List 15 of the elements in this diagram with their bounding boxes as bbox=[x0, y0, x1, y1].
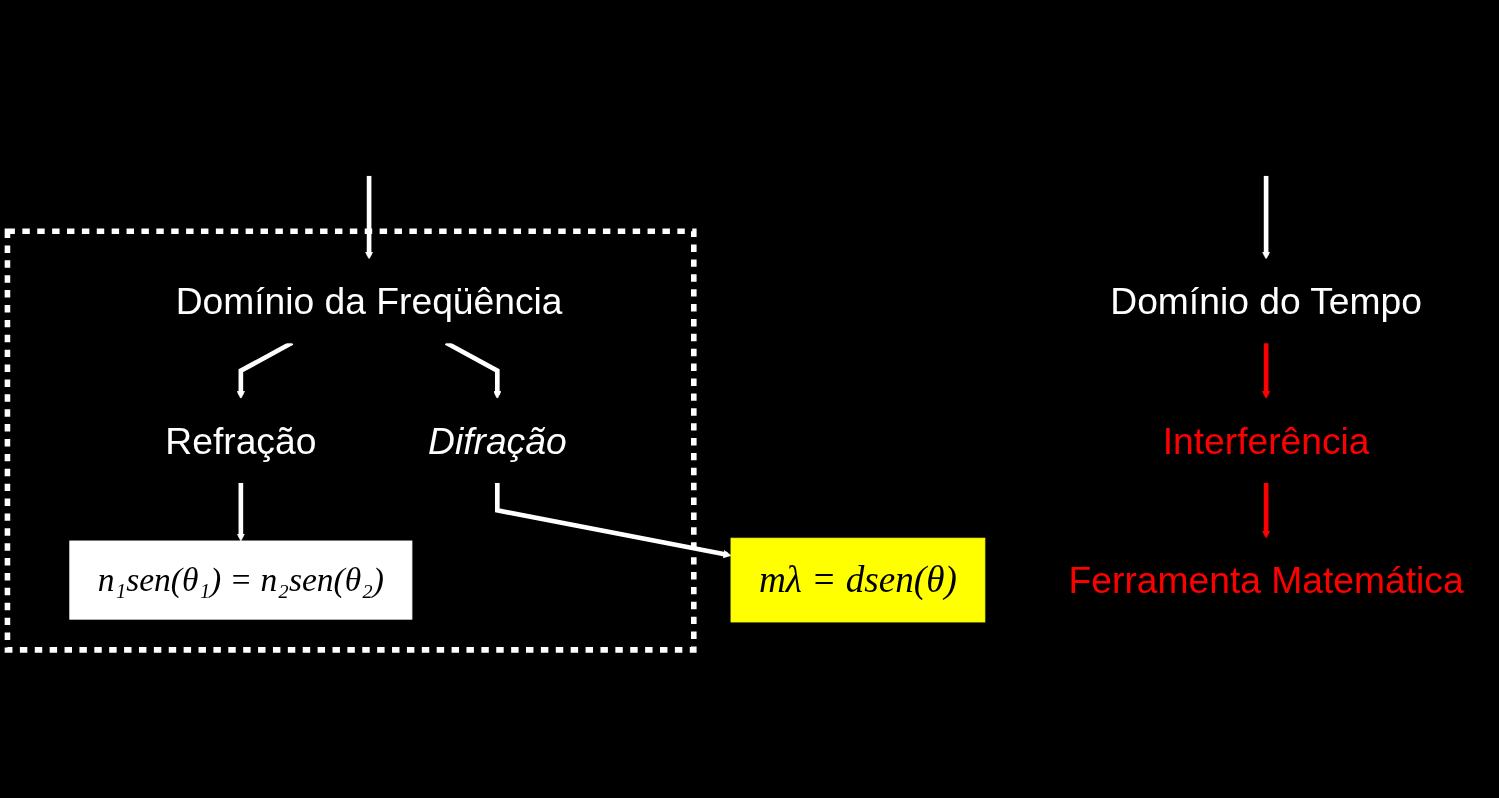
node-text: Interferência bbox=[1162, 420, 1370, 462]
node-text: Ferramenta Matemática bbox=[1068, 559, 1464, 601]
node-text: Domínio do Tempo bbox=[1110, 280, 1422, 322]
arrow bbox=[236, 482, 245, 542]
arrow bbox=[1262, 343, 1271, 400]
cluster bbox=[4, 228, 697, 653]
node-box: n₁sen(θ₁) = n₂sen(θ₂) bbox=[69, 540, 413, 620]
node-text: Domínio da Freqüência bbox=[175, 280, 563, 322]
node-box: mλ = dsen(θ) bbox=[730, 538, 986, 623]
arrow bbox=[495, 482, 732, 559]
node-text: Difração bbox=[428, 420, 567, 462]
arrow bbox=[1262, 175, 1271, 260]
arrow bbox=[365, 175, 374, 260]
arrow bbox=[1262, 482, 1271, 539]
node-text: Refração bbox=[165, 420, 317, 462]
